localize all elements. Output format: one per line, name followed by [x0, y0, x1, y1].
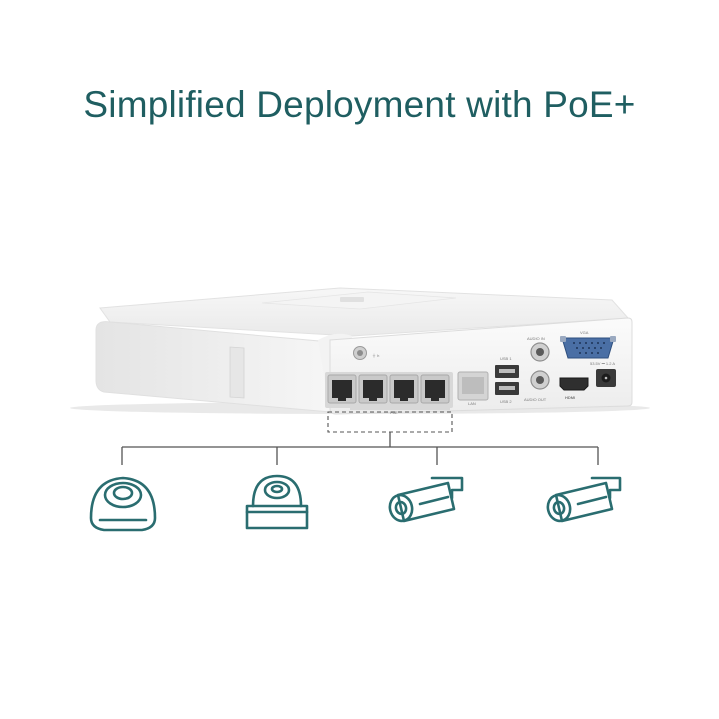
- poe-port-2: [358, 374, 388, 404]
- power-label: 53.5V ⎓ 1.2 A: [590, 361, 615, 366]
- ground-screw: ⏚ h: [353, 346, 379, 360]
- usb1-label: USB 1: [500, 356, 512, 361]
- poe-bracket: [327, 411, 453, 433]
- bullet-camera-icon: [388, 476, 464, 523]
- power-jack: 53.5V ⎓ 1.2 A: [590, 361, 616, 387]
- usb-ports: USB 1 USB 2: [495, 356, 519, 404]
- dome-camera-icon: [245, 474, 309, 530]
- audio-jacks: AUDIO IN AUDIO OUT: [524, 336, 550, 402]
- poe-ports: PoE: [325, 372, 453, 415]
- vga-label: VGA: [580, 330, 589, 335]
- turret-camera-icon: [89, 476, 157, 532]
- poe-port-3: [389, 374, 419, 404]
- nvr-device: ⏚ h: [70, 287, 650, 415]
- audio-in-label: AUDIO IN: [527, 336, 545, 341]
- vga-port: VGA: [560, 330, 616, 359]
- audio-out-label: AUDIO OUT: [524, 397, 547, 402]
- side-vent: [229, 346, 245, 399]
- poe-connection-diagram: [121, 411, 599, 465]
- hdmi-port: HDMI: [559, 377, 589, 400]
- svg-text:⏚ h: ⏚ h: [372, 352, 379, 358]
- bullet-camera-icon: [546, 476, 622, 523]
- poe-port-4: [420, 374, 450, 404]
- poe-port-1: [327, 374, 357, 404]
- usb2-label: USB 2: [500, 399, 512, 404]
- brand-badge: [340, 297, 364, 302]
- lan-label: LAN: [468, 401, 476, 406]
- hdmi-label: HDMI: [565, 395, 575, 400]
- page-headline: Simplified Deployment with PoE+: [83, 84, 636, 125]
- lan-port: LAN: [457, 371, 489, 406]
